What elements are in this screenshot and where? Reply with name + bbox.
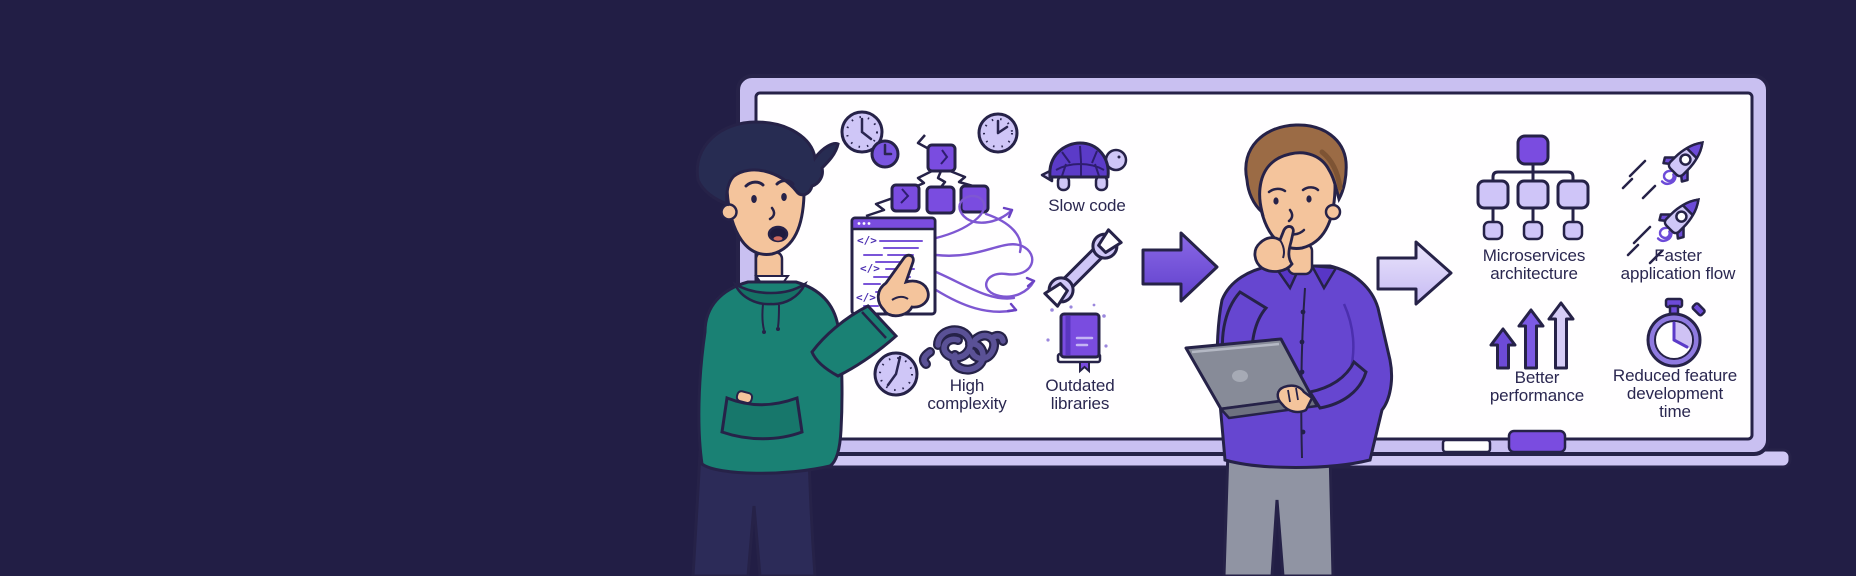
tangled-knot-icon bbox=[918, 325, 1008, 375]
label-faster-application-flow: Faster application flow bbox=[1620, 246, 1736, 283]
speed-lines bbox=[1621, 159, 1664, 265]
clock-icon bbox=[870, 139, 900, 169]
label-slow-code: Slow code bbox=[1048, 196, 1126, 215]
hierarchy-icon bbox=[1476, 134, 1590, 241]
presenter-left-hair bbox=[695, 120, 840, 207]
label-better-performance: Better performance bbox=[1489, 368, 1585, 405]
arrow-right-light bbox=[1376, 240, 1453, 306]
presenter-right bbox=[1184, 123, 1394, 576]
label-reduced-feature-development-time: Reduced feature development time bbox=[1612, 366, 1738, 421]
clock-icon bbox=[840, 110, 884, 154]
wrench-icon bbox=[1043, 228, 1123, 308]
holding-arm-sleeve bbox=[1307, 359, 1368, 410]
code-glyph: </> bbox=[857, 234, 877, 247]
presenter-right-pants bbox=[1222, 448, 1335, 576]
hoodie-pocket bbox=[720, 395, 804, 441]
holding-hand bbox=[1276, 384, 1314, 414]
pointing-hand bbox=[876, 253, 930, 318]
pocket-hand bbox=[735, 390, 754, 405]
hood-drawstrings bbox=[761, 303, 780, 331]
pointing-arm-sleeve bbox=[810, 304, 899, 378]
label-high-complexity: High complexity bbox=[927, 376, 1007, 413]
label-outdated-libraries: Outdated libraries bbox=[1045, 376, 1115, 413]
code-glyph: </> bbox=[856, 291, 876, 304]
eraser bbox=[1441, 438, 1492, 454]
sparkles bbox=[1046, 303, 1108, 348]
rockets-icon bbox=[1621, 130, 1715, 265]
tangle-lines bbox=[934, 194, 1036, 313]
presenter-left-hoodie bbox=[697, 280, 844, 475]
presenter-left-features bbox=[744, 179, 795, 243]
turtle-icon bbox=[1040, 141, 1128, 192]
presenter-left-pants bbox=[691, 450, 817, 576]
presenter-left bbox=[691, 120, 930, 576]
marker bbox=[1507, 429, 1567, 454]
ear bbox=[1324, 203, 1342, 221]
stopwatch-icon bbox=[1646, 297, 1706, 368]
presenter-right-hair bbox=[1244, 123, 1348, 217]
code-glyph: </> bbox=[860, 262, 880, 275]
clock-icon bbox=[873, 351, 919, 397]
label-microservices-architecture: Microservices architecture bbox=[1482, 246, 1586, 283]
clock-icon bbox=[977, 112, 1019, 154]
growth-arrows-icon bbox=[1489, 301, 1575, 370]
collar-right bbox=[1309, 264, 1339, 291]
ear bbox=[720, 203, 738, 221]
arrow-right-dark bbox=[1141, 231, 1219, 303]
book-icon bbox=[1046, 303, 1108, 374]
broken-flowchart-icon bbox=[865, 134, 990, 218]
hood bbox=[732, 280, 808, 306]
chin-hand bbox=[1253, 225, 1295, 273]
